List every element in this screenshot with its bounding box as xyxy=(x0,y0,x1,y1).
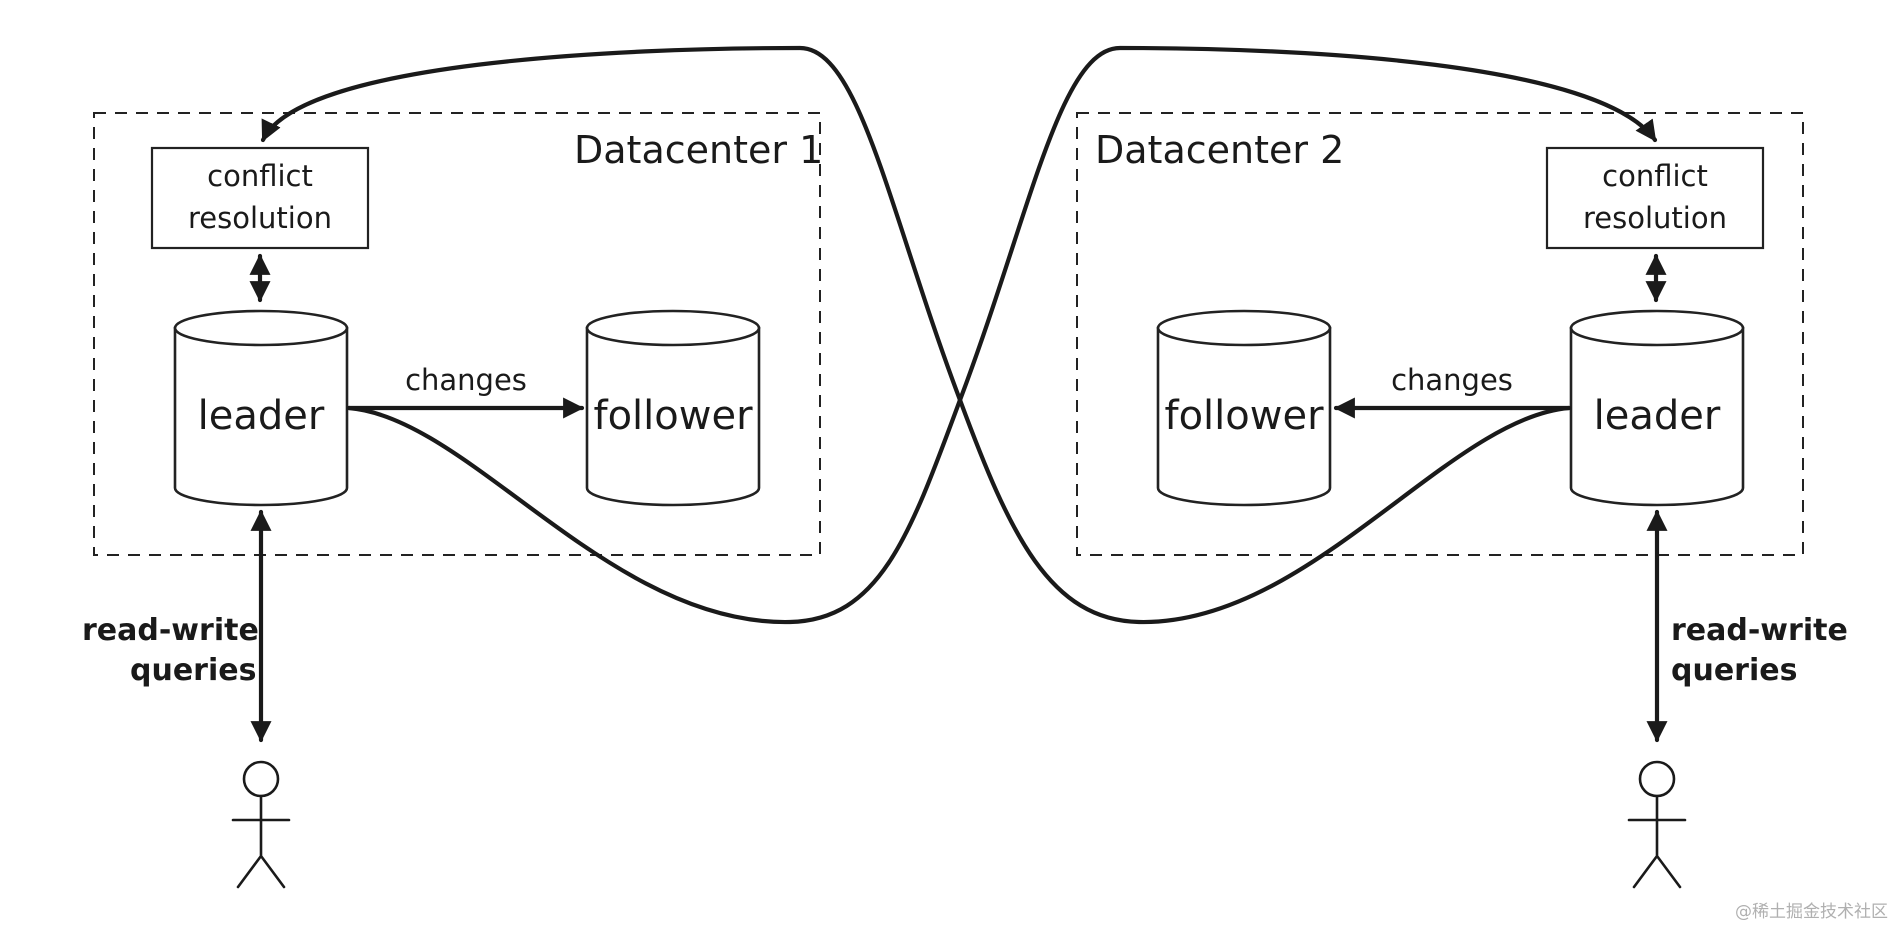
datacenter-1-changes-label: changes xyxy=(405,363,527,397)
datacenter-2: Datacenter 2 conflict resolution leader … xyxy=(1076,112,1804,556)
datacenter-1: Datacenter 1 conflict resolution leader … xyxy=(93,112,823,556)
datacenter-2-conflict-resolution-box: conflict resolution xyxy=(1545,146,1765,250)
queries-label: queries xyxy=(1671,653,1797,688)
leader-label: leader xyxy=(1594,393,1721,439)
datacenter-1-conflict-resolution-box: conflict resolution xyxy=(150,146,370,250)
user-1: read-write queries xyxy=(82,509,291,889)
person-icon xyxy=(231,760,291,889)
replication-curve-dc1-to-dc2 xyxy=(346,45,1658,625)
replication-curve-dc2-to-dc1 xyxy=(260,45,1572,625)
follower-label: follower xyxy=(593,393,753,439)
queries-label: queries xyxy=(130,653,256,688)
datacenter-1-follower-cylinder: follower xyxy=(585,309,761,507)
watermark: @稀土掘金技术社区 xyxy=(1735,902,1888,922)
conflict-resolution-line2: resolution xyxy=(1583,201,1727,235)
person-icon xyxy=(1627,760,1687,889)
conflict-resolution-line1: conflict xyxy=(207,159,313,193)
datacenter-2-leader-cylinder: leader xyxy=(1569,309,1745,507)
datacenter-2-follower-cylinder: follower xyxy=(1156,309,1332,507)
datacenter-1-title: Datacenter 1 xyxy=(574,128,823,172)
datacenter-2-boundary xyxy=(1076,112,1804,556)
read-write-label: read-write xyxy=(1671,613,1848,648)
read-write-label: read-write xyxy=(82,613,259,648)
datacenter-2-changes-label: changes xyxy=(1391,363,1513,397)
datacenter-1-leader-cylinder: leader xyxy=(173,309,349,507)
datacenter-1-boundary xyxy=(93,112,821,556)
user-2: read-write queries xyxy=(1627,509,1848,889)
conflict-resolution-line2: resolution xyxy=(188,201,332,235)
follower-label: follower xyxy=(1164,393,1324,439)
leader-label: leader xyxy=(198,393,325,439)
datacenter-2-title: Datacenter 2 xyxy=(1095,128,1344,172)
conflict-resolution-line1: conflict xyxy=(1602,159,1708,193)
